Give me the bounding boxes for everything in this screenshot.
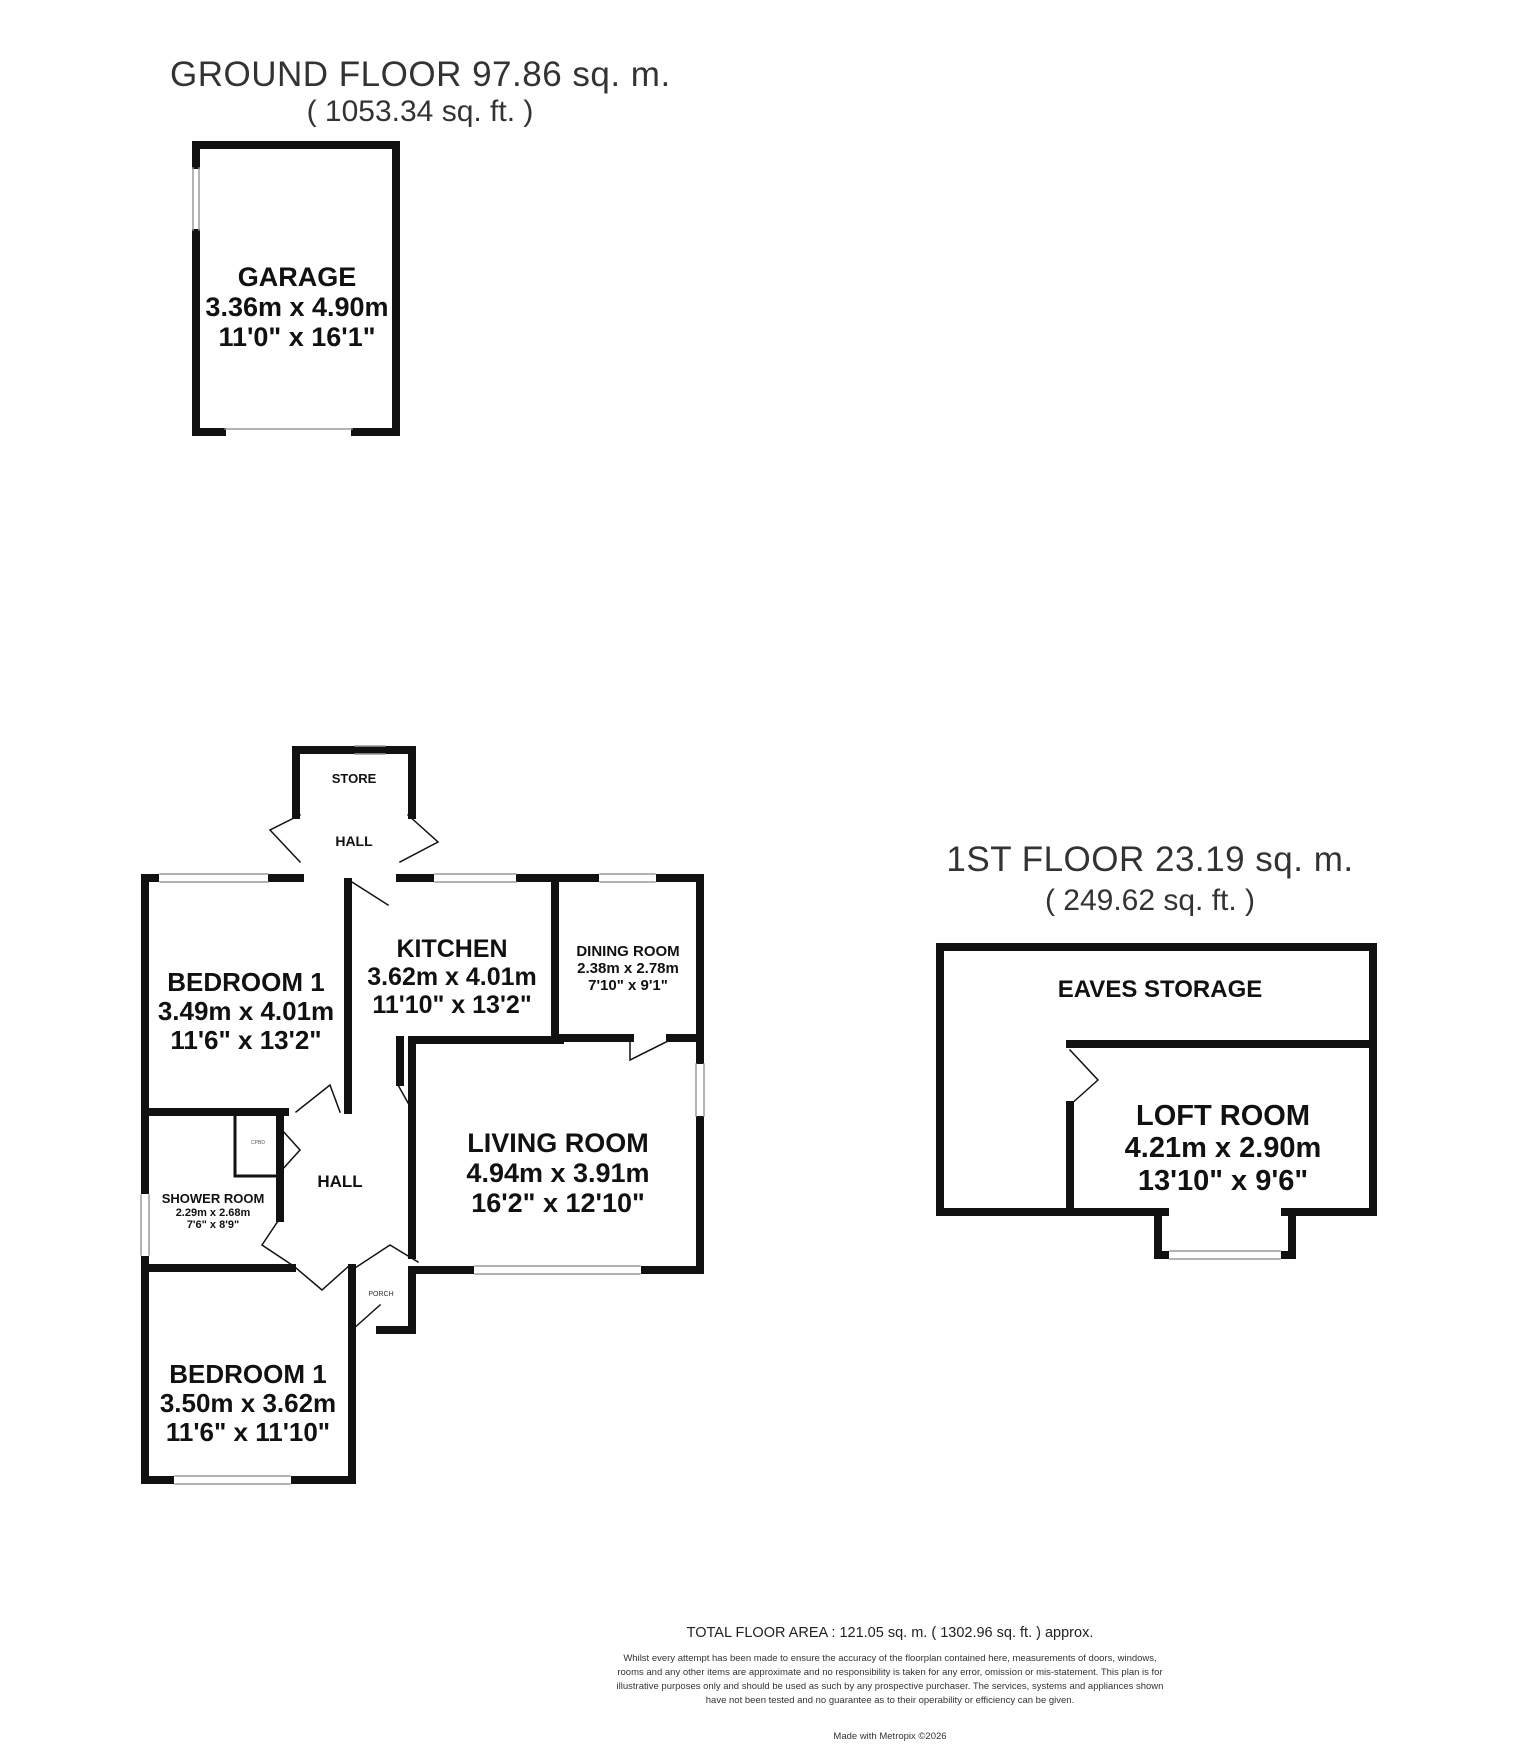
room-living-imperial: 16'2" x 12'10" (471, 1188, 645, 1219)
room-dining-metric: 2.38m x 2.78m (577, 959, 679, 977)
room-bedroom-top-metric: 3.49m x 4.01m (157, 996, 335, 1027)
room-store-name: STORE (331, 771, 377, 786)
room-shower: SHOWER ROOM 2.29m x 2.68m 7'6" x 8'9" (148, 1191, 278, 1231)
first-floor-doors (1068, 1048, 1100, 1107)
room-hall-top: HALL (318, 833, 390, 850)
room-loft-metric: 4.21m x 2.90m (1124, 1132, 1322, 1165)
room-living: LIVING ROOM 4.94m x 3.91m 16'2" x 12'10" (420, 1128, 696, 1219)
room-eaves-name: EAVES STORAGE (1057, 976, 1263, 1003)
ground-floor-walls (141, 746, 704, 1484)
first-floor-subtitle: ( 249.62 sq. ft. ) (1044, 884, 1256, 917)
garage-openings (192, 167, 353, 430)
ground-floor-windows (140, 745, 705, 1485)
total-floor-area: TOTAL FLOOR AREA : 121.05 sq. m. ( 1302.… (686, 1625, 1094, 1641)
disclaimer-text: Whilst every attempt has been made to en… (616, 1653, 1164, 1706)
ground-floor-subtitle: ( 1053.34 sq. ft. ) (306, 95, 534, 128)
room-kitchen: KITCHEN 3.62m x 4.01m 11'10" x 13'2" (352, 935, 552, 1019)
room-kitchen-imperial: 11'10" x 13'2" (372, 991, 532, 1019)
room-eaves: EAVES STORAGE (950, 976, 1370, 1004)
room-garage-name: GARAGE (237, 262, 357, 292)
room-garage-imperial: 11'0" x 16'1" (218, 322, 376, 353)
room-bedroom-top-imperial: 11'6" x 13'2" (170, 1025, 322, 1056)
room-store: STORE (300, 771, 408, 787)
room-shower-imperial: 7'6" x 8'9" (186, 1218, 240, 1231)
room-shower-name: SHOWER ROOM (161, 1191, 265, 1206)
room-shower-metric: 2.29m x 2.68m (175, 1206, 251, 1219)
room-living-metric: 4.94m x 3.91m (466, 1158, 650, 1189)
cupboard-outline (233, 1112, 281, 1178)
room-cupboard-name: CPBD (251, 1140, 265, 1146)
room-bedroom-top: BEDROOM 1 3.49m x 4.01m 11'6" x 13'2" (148, 967, 344, 1056)
room-dining-name: DINING ROOM (576, 943, 680, 960)
room-bedroom-bottom-metric: 3.50m x 3.62m (159, 1388, 337, 1419)
room-loft: LOFT ROOM 4.21m x 2.90m 13'10" x 9'6" (1078, 1100, 1368, 1197)
room-porch: PORCH (356, 1291, 406, 1299)
room-bedroom-bottom-imperial: 11'6" x 11'10" (165, 1417, 331, 1448)
first-floor-walls (936, 943, 1377, 1259)
room-kitchen-metric: 3.62m x 4.01m (367, 963, 537, 991)
first-floor-windows (1169, 1250, 1281, 1260)
room-garage-metric: 3.36m x 4.90m (205, 292, 389, 323)
room-bedroom-bottom: BEDROOM 1 3.50m x 3.62m 11'6" x 11'10" (148, 1359, 348, 1448)
room-bedroom-bottom-name: BEDROOM 1 (169, 1359, 327, 1389)
metropix-credit: Made with Metropix ©2026 (833, 1731, 947, 1742)
ground-floor-doors (260, 813, 672, 1332)
room-hall-top-name: HALL (335, 833, 373, 849)
room-bedroom-top-name: BEDROOM 1 (167, 967, 325, 997)
room-dining-imperial: 7'10" x 9'1" (588, 976, 668, 994)
room-living-name: LIVING ROOM (467, 1128, 649, 1158)
room-cupboard: CPBD (238, 1140, 278, 1147)
room-loft-imperial: 13'10" x 9'6" (1137, 1164, 1309, 1197)
room-dining: DINING ROOM 2.38m x 2.78m 7'10" x 9'1" (558, 943, 698, 994)
room-kitchen-name: KITCHEN (396, 935, 508, 963)
room-porch-name: PORCH (368, 1291, 394, 1298)
room-garage: GARAGE 3.36m x 4.90m 11'0" x 16'1" (200, 262, 394, 353)
first-floor-title: 1ST FLOOR 23.19 sq. m. (946, 840, 1354, 879)
ground-floor-title: GROUND FLOOR 97.86 sq. m. (170, 55, 671, 94)
room-hall-mid-name: HALL (317, 1172, 363, 1191)
room-hall-mid: HALL (300, 1172, 380, 1191)
room-loft-name: LOFT ROOM (1136, 1100, 1310, 1132)
garage-walls (192, 141, 400, 436)
